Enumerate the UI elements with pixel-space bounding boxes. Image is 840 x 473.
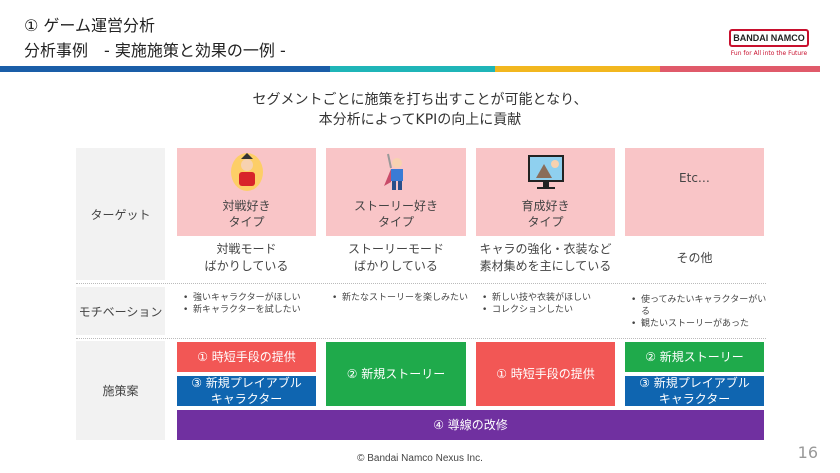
copyright: © Bandai Namco Nexus Inc. — [357, 453, 483, 464]
type-name: Etc… — [679, 171, 710, 185]
logo: BANDAI NAMCO — [729, 29, 809, 47]
type-name: 育成好き — [521, 199, 570, 213]
title-line1: ① ゲーム運営分析 — [24, 16, 155, 35]
divider — [76, 338, 766, 339]
game-monitor-icon — [527, 155, 564, 189]
measure-new-playable: ③ 新規プレイアブルキャラクター — [177, 376, 316, 406]
type-name: 対戦好き — [222, 199, 271, 213]
type-suffix: タイプ — [228, 215, 265, 229]
logo-tagline: Fun for All into the Future — [730, 50, 808, 57]
battle-character-icon — [230, 153, 263, 191]
divider — [76, 283, 766, 284]
target-card-training: 育成好き タイプ — [476, 148, 615, 236]
measure-new-story: ② 新規ストーリー — [625, 342, 764, 372]
motivation-list: 強いキャラクターがほしい新キャラクターを試したい — [177, 292, 322, 316]
color-bar-teal — [330, 66, 495, 72]
page-number: 16 — [797, 443, 818, 462]
target-desc: ストーリーモードばかりしている — [347, 242, 444, 273]
motivation-list: 新たなストーリーを楽しみたい — [326, 292, 471, 304]
target-card-etc: Etc… — [625, 148, 764, 236]
target-desc: キャラの強化・衣装など素材集めを主にしている — [479, 242, 612, 273]
motivation-list: 使ってみたいキャラクターがいる観たいストーリーがあった — [625, 294, 770, 330]
target-desc: その他 — [676, 250, 713, 265]
type-name: ストーリー好き — [353, 199, 438, 213]
measure-new-playable: ③ 新規プレイアブルキャラクター — [625, 376, 764, 406]
row-label-motivation: モチベーション — [76, 287, 165, 335]
row-label-target: ターゲット — [76, 148, 165, 280]
color-bar-yellow — [495, 66, 660, 72]
target-card-story: ストーリー好き タイプ — [326, 148, 466, 236]
motivation-list: 新しい技や衣装がほしいコレクションしたい — [476, 292, 621, 316]
lead-line1: セグメントごとに施策を打ち出すことが可能となり、 — [252, 92, 588, 108]
measure-new-story: ② 新規ストーリー — [326, 342, 466, 406]
title-line2: 分析事例 - 実施施策と効果の一例 - — [24, 41, 286, 60]
target-desc: 対戦モードばかりしている — [204, 242, 289, 273]
type-suffix: タイプ — [377, 215, 414, 229]
row-label-measures: 施策案 — [76, 341, 165, 440]
measure-route-improvement: ④ 導線の改修 — [177, 410, 764, 440]
target-card-battle: 対戦好き タイプ — [177, 148, 316, 236]
measure-time-saving: ① 時短手段の提供 — [476, 342, 615, 406]
type-suffix: タイプ — [527, 215, 564, 229]
lead-line2: 本分析によってKPIの向上に貢献 — [318, 112, 522, 128]
color-bar-red — [660, 66, 820, 72]
hero-sword-icon — [384, 153, 403, 190]
color-bar-blue — [0, 66, 330, 72]
measure-time-saving: ① 時短手段の提供 — [177, 342, 316, 372]
